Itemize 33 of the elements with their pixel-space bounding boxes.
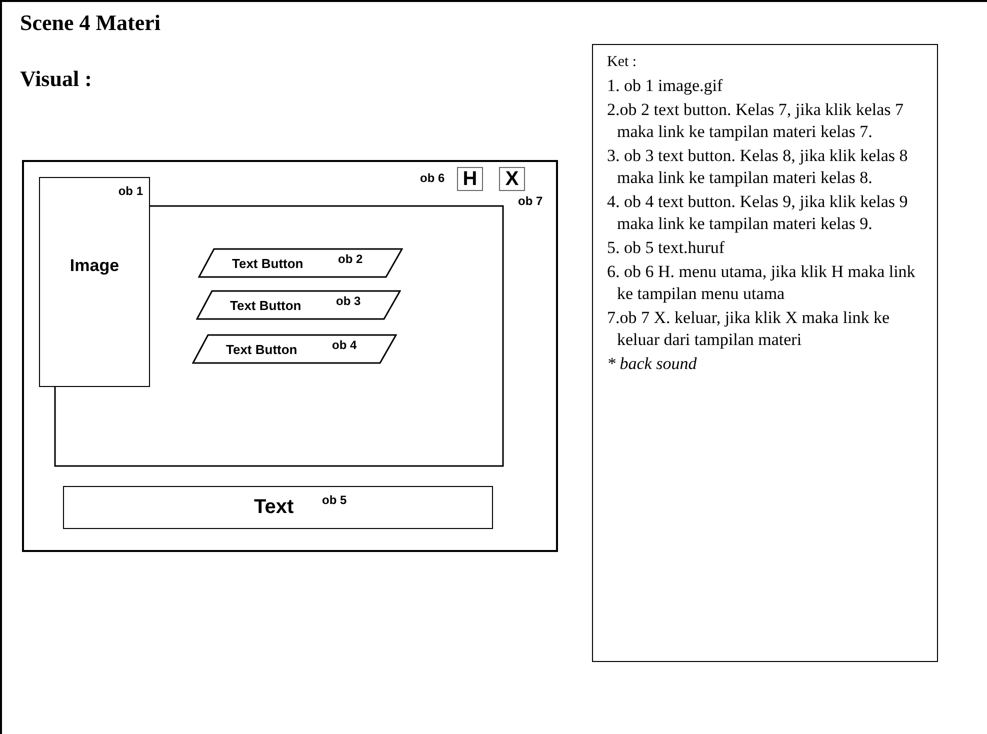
- text-field: [63, 486, 493, 529]
- button-label: Text Button: [232, 256, 304, 271]
- text-button-shape: [192, 334, 397, 364]
- object-number: ob 4: [332, 338, 357, 352]
- content-area: [54, 205, 504, 467]
- object-number: ob 3: [336, 294, 361, 308]
- notes-panel: [592, 44, 938, 662]
- note-item: 5. ob 5 text.huruf: [607, 237, 726, 259]
- button-label: Text Button: [230, 298, 302, 313]
- screen-frame: [22, 160, 558, 552]
- close-button: X: [499, 167, 525, 191]
- note-item: 2.ob 2 text button. Kelas 7, jika klik kelas 7 maka link ke tampilan materi kelas 7.: [607, 99, 905, 143]
- note-item: * back sound: [607, 353, 698, 375]
- note-item: 3. ob 3 text button. Kelas 8, jika klik kelas 8 maka link ke tampilan materi kelas 8.: [607, 145, 909, 189]
- note-item: 4. ob 4 text button. Kelas 9, jika klik kelas 9 maka link ke tampilan materi kelas 9.: [607, 191, 909, 235]
- scene-title: Scene 4 Materi: [20, 10, 160, 36]
- note-item: 6. ob 6 H. menu utama, jika klik H maka link ke tampilan menu utama: [607, 261, 916, 305]
- button-label: Text Button: [226, 342, 298, 357]
- text-placeholder: Text: [254, 496, 294, 519]
- image-label: Image: [68, 256, 120, 276]
- text-button-shape: [196, 290, 401, 320]
- object-number: ob 1: [118, 184, 143, 198]
- text-button-shape: [198, 248, 403, 278]
- object-number: ob 6: [420, 171, 445, 185]
- image-field: [39, 177, 150, 387]
- home-button: H: [457, 167, 483, 191]
- object-number: ob 7: [518, 194, 543, 208]
- notes-heading: Ket :: [607, 53, 638, 72]
- note-item: 7.ob 7 X. keluar, jika klik X maka link ke keluar dari tampilan materi: [607, 307, 891, 351]
- object-number: ob 2: [338, 252, 363, 266]
- note-item: 1. ob 1 image.gif: [607, 75, 724, 97]
- section-label: Visual :: [20, 66, 92, 92]
- object-number: ob 5: [322, 493, 347, 507]
